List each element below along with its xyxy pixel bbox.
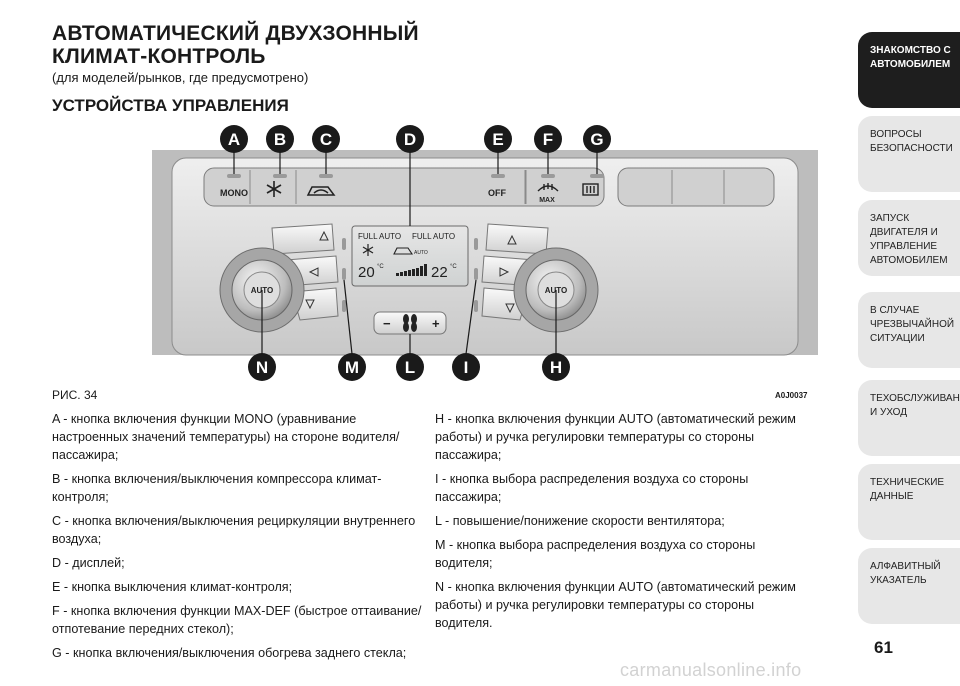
svg-text:H: H: [550, 358, 562, 377]
svg-text:M: M: [345, 358, 359, 377]
svg-text:I: I: [464, 358, 469, 377]
ac-snowflake-icon[interactable]: [266, 181, 282, 197]
callout-h: H: [542, 353, 570, 381]
sidebar-tab-label: ЗАПУСК ДВИГАТЕЛЯ И УПРАВЛЕНИЕ АВТОМОБИЛЕ…: [870, 213, 948, 266]
display-left-mode: FULL AUTO: [358, 232, 401, 241]
legend-item-f: F - кнопка включения функции MAX-DEF (бы…: [52, 604, 422, 636]
led-c: [319, 174, 333, 178]
legend-left-column: A - кнопка включения функции MONO (уравн…: [52, 410, 428, 668]
chapter-sidebar: ЗНАКОМСТВО С АВТОМОБИЛЕМ ВОПРОСЫ БЕЗОПАС…: [858, 0, 960, 640]
callout-a: A: [220, 125, 248, 153]
sidebar-tab-label: В СЛУЧАЕ ЧРЕЗВЫЧАЙНОЙ СИТУАЦИИ: [870, 305, 955, 344]
callout-c: C: [312, 125, 340, 153]
legend-item-g: G - кнопка включения/выключения обогрева…: [52, 646, 407, 660]
sidebar-tab-index[interactable]: АЛФАВИТНЫЙ УКАЗАТЕЛЬ: [858, 548, 960, 624]
display-right-mode: FULL AUTO: [412, 232, 455, 241]
callout-m: M: [338, 353, 366, 381]
legend-item-l: L - повышение/понижение скорости вентиля…: [435, 514, 725, 528]
max-button-label: MAX: [539, 197, 555, 204]
callout-b: B: [266, 125, 294, 153]
fan-icon: [403, 314, 417, 332]
legend-item-e: E - кнопка выключения климат-контроля;: [52, 580, 293, 594]
recirculation-icon[interactable]: [306, 186, 336, 196]
legend-item-a: A - кнопка включения функции MONO (уравн…: [52, 412, 400, 462]
svg-text:E: E: [492, 130, 503, 149]
callout-f: F: [534, 125, 562, 153]
svg-text:A: A: [228, 130, 240, 149]
figure-code: A0J0037: [775, 391, 808, 400]
side-leds-left: [342, 238, 346, 312]
legend-item-h: H - кнопка включения функции AUTO (автом…: [435, 412, 796, 462]
display-temp-left: 20: [358, 264, 375, 281]
legend-right-column: H - кнопка включения функции AUTO (автом…: [435, 410, 811, 638]
max-def-icon[interactable]: [537, 183, 559, 192]
sidebar-tab-label: ВОПРОСЫ БЕЗОПАСНОСТИ: [870, 129, 953, 154]
legend-item-b: B - кнопка включения/выключения компресс…: [52, 472, 382, 504]
side-leds-right: [474, 238, 478, 312]
svg-text:B: B: [274, 130, 286, 149]
callout-g: G: [583, 125, 611, 153]
sidebar-tab-starting-driving[interactable]: ЗАПУСК ДВИГАТЕЛЯ И УПРАВЛЕНИЕ АВТОМОБИЛЕ…: [858, 200, 960, 276]
sidebar-tab-label: ТЕХОБСЛУЖИВАНИЕ И УХОД: [870, 393, 960, 418]
page-title-line1: АВТОМАТИЧЕСКИЙ ДВУХЗОННЫЙ: [52, 22, 419, 45]
page-subtitle: (для моделей/рынков, где предусмотрено): [52, 70, 309, 85]
legend-item-c: C - кнопка включения/выключения рециркул…: [52, 514, 416, 546]
figure-label: РИС. 34: [52, 388, 98, 402]
display-recirculation-icon: [393, 247, 414, 255]
legend-item-m: M - кнопка выбора распределения воздуха …: [435, 538, 756, 570]
svg-text:G: G: [590, 130, 603, 149]
svg-text:L: L: [405, 358, 415, 377]
svg-text:F: F: [543, 130, 553, 149]
sidebar-tab-maintenance[interactable]: ТЕХОБСЛУЖИВАНИЕ И УХОД: [858, 380, 960, 456]
legend-item-d: D - дисплей;: [52, 556, 125, 570]
mono-button-label[interactable]: MONO: [220, 188, 248, 198]
sidebar-tab-safety[interactable]: ВОПРОСЫ БЕЗОПАСНОСТИ: [858, 116, 960, 192]
fan-plus[interactable]: +: [432, 316, 440, 331]
sidebar-tab-vehicle-intro[interactable]: ЗНАКОМСТВО С АВТОМОБИЛЕМ: [858, 32, 960, 108]
sidebar-tab-label: ТЕХНИЧЕСКИЕ ДАННЫЕ: [870, 477, 945, 502]
led-b: [273, 174, 287, 178]
callout-i: I: [452, 353, 480, 381]
rear-defrost-icon[interactable]: [582, 183, 599, 196]
svg-text:D: D: [404, 130, 416, 149]
svg-text:C: C: [320, 130, 332, 149]
led-a: [227, 174, 241, 178]
sidebar-tab-technical-data[interactable]: ТЕХНИЧЕСКИЕ ДАННЫЕ: [858, 464, 960, 540]
display-temp-right: 22: [431, 264, 448, 281]
callout-d: D: [396, 125, 424, 153]
off-button-label[interactable]: OFF: [488, 188, 506, 198]
legend-item-n: N - кнопка включения функции AUTO (автом…: [435, 580, 796, 630]
page-title-line2: КЛИМАТ-КОНТРОЛЬ: [52, 45, 266, 68]
display-unit-right: °C: [450, 264, 457, 270]
legend-item-i: I - кнопка выбора распределения воздуха …: [435, 472, 749, 504]
led-g: [590, 174, 604, 178]
sidebar-tab-label: АЛФАВИТНЫЙ УКАЗАТЕЛЬ: [870, 561, 941, 586]
page-number: 61: [874, 638, 893, 657]
fan-speed-bars: [396, 264, 427, 276]
callout-e: E: [484, 125, 512, 153]
climate-control-figure: MONO OFF MAX FULL AUTO FULL AUTO AUTO 20…: [152, 125, 818, 381]
svg-text:N: N: [256, 358, 268, 377]
display-auto: AUTO: [414, 250, 428, 256]
sidebar-tab-label: ЗНАКОМСТВО С АВТОМОБИЛЕМ: [870, 45, 951, 70]
watermark: carmanualsonline.info: [620, 660, 802, 680]
fan-minus[interactable]: −: [383, 316, 391, 331]
display-snowflake-icon: [362, 244, 374, 256]
callout-n: N: [248, 353, 276, 381]
led-e: [491, 174, 505, 178]
sidebar-tab-emergency[interactable]: В СЛУЧАЕ ЧРЕЗВЫЧАЙНОЙ СИТУАЦИИ: [858, 292, 960, 368]
led-f: [541, 174, 555, 178]
callout-l: L: [396, 353, 424, 381]
callout-leader-lines: [233, 150, 598, 355]
page-title: АВТОМАТИЧЕСКИЙ ДВУХЗОННЫЙ КЛИМАТ-КОНТРОЛ…: [52, 22, 419, 68]
display-unit-left: °C: [377, 264, 384, 270]
section-heading: УСТРОЙСТВА УПРАВЛЕНИЯ: [52, 96, 289, 115]
